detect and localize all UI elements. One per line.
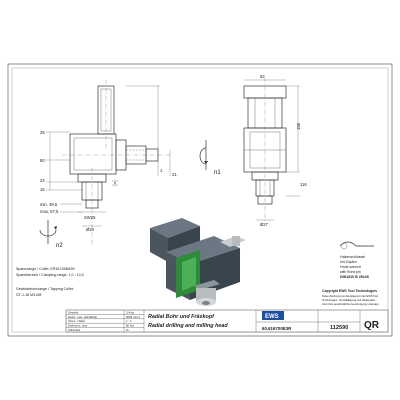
note-line3: Gewindebohrzange / Tapping Collet: bbox=[16, 287, 74, 291]
front-view bbox=[39, 80, 208, 246]
dim-62: 62 bbox=[260, 74, 265, 79]
title-en: Radial drilling and milling head bbox=[148, 323, 228, 329]
dim-max: max. 57,5 bbox=[40, 209, 59, 214]
note-line1: Spannzange / Collet: ER16 DIN6499 bbox=[16, 267, 75, 271]
tb-value-4: IC bbox=[126, 328, 129, 332]
wrench-note-l1: Hakenschlüssel bbox=[340, 255, 365, 259]
wrench-note-l2: mit Zapfen bbox=[340, 260, 357, 264]
note-line2: Spannbereich / Clamping range: 1,0 - 10,… bbox=[16, 273, 84, 277]
side-view bbox=[243, 78, 287, 222]
tb-value-0: 3,4 kg bbox=[126, 310, 134, 314]
title-block: Gewicht Drehz. max. (Hin/Rück) Übers. / … bbox=[65, 309, 389, 333]
product-render bbox=[150, 218, 246, 306]
copyright-block: Copyright EWS Tool Technologies Diese Ze… bbox=[322, 289, 379, 306]
dim-d27: Ø27 bbox=[260, 222, 269, 227]
company-name: EWS bbox=[265, 314, 279, 320]
collet-notes: Spannzange / Collet: ER16 DIN6499 Spannb… bbox=[16, 267, 84, 297]
dim-25: 25 bbox=[40, 130, 45, 135]
dim-d20: Ø20 bbox=[86, 227, 95, 232]
dim-min: min. 49,5 bbox=[40, 202, 58, 207]
wrench-note-l5: DIN1810 B 25x28 bbox=[340, 275, 369, 279]
dim-24: 24 bbox=[40, 178, 45, 183]
copyright-l4: sind ohne ausdrückliche Genehmigung unte… bbox=[322, 302, 379, 306]
copyright-l2: Diese Zeichnung ist das Eigentum der EWS… bbox=[322, 294, 378, 298]
tb-label-1: Drehz. max. (Hin/Rück) bbox=[68, 315, 97, 319]
dim-16: 16 bbox=[40, 187, 45, 192]
tb-value-3: 60 Nm bbox=[126, 324, 135, 328]
qr-label: QR bbox=[364, 320, 380, 331]
copyright-l3: Technologies. Vervielfältigung und Weite… bbox=[322, 298, 376, 302]
label-n2: n2 bbox=[56, 243, 63, 249]
dim-116: 116 bbox=[300, 182, 307, 187]
tb-label-0: Gewicht bbox=[68, 310, 78, 314]
side-view-dimensions: 62 158 116 Ø27 bbox=[244, 74, 307, 227]
wrench-note-l4: with fixed pin bbox=[340, 270, 361, 274]
dim-158: 158 bbox=[296, 122, 301, 130]
title-de: Radial Bohr und Fräskopf bbox=[148, 314, 215, 320]
tb-value-2: 1 : 1 bbox=[126, 319, 132, 323]
note-line4: GT-1-16 M3-M8 bbox=[16, 293, 41, 297]
drawing-number: 112590 bbox=[330, 325, 348, 331]
tb-value-1: 6000 min-1 bbox=[126, 315, 140, 319]
dim-sw25: SW25 bbox=[84, 215, 96, 220]
wrench-note: Hakenschlüssel mit Zapfen Hook wrench wi… bbox=[340, 255, 369, 279]
wrench-note-l3: Hook wrench bbox=[340, 265, 361, 269]
tb-label-2: Übers. / Ratio bbox=[68, 319, 86, 323]
company-logo bbox=[262, 311, 284, 320]
tb-label-4: Kühlmittel bbox=[68, 328, 81, 332]
dim-21: 21 bbox=[172, 172, 177, 177]
hook-wrench-icon bbox=[339, 241, 374, 250]
front-view-dimensions: 25 80 24 16 1 21 min. 49,5 max. 57,5 SW2… bbox=[40, 85, 221, 249]
label-n1: n1 bbox=[214, 170, 221, 176]
tb-label-3: Drehmom. max. bbox=[68, 324, 88, 328]
dim-1: 1 bbox=[160, 168, 163, 173]
dim-80: 80 bbox=[40, 158, 45, 163]
copyright-l1: Copyright EWS Tool Technologies bbox=[322, 289, 377, 293]
part-number: 60.616700E3R bbox=[262, 326, 292, 331]
